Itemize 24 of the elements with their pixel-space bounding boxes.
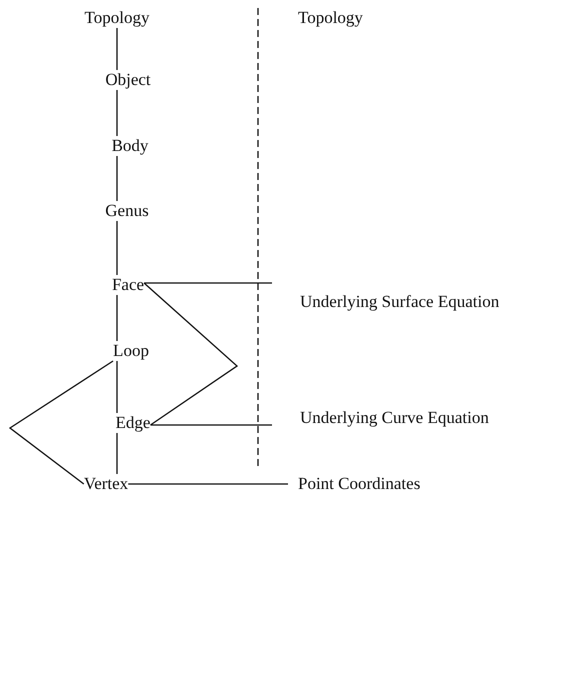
connector-line bbox=[144, 282, 238, 426]
connector-line bbox=[116, 90, 118, 136]
node-label: Genus bbox=[105, 201, 149, 221]
node-label: Face bbox=[112, 275, 144, 295]
connector-line bbox=[116, 28, 118, 70]
node-label: Underlying Curve Equation bbox=[272, 408, 489, 428]
connector-line bbox=[116, 156, 118, 201]
node-label: Underlying Surface Equation bbox=[272, 292, 500, 312]
node-label: Vertex bbox=[84, 474, 128, 494]
node-label: Edge bbox=[116, 413, 150, 433]
column-heading: Topology bbox=[298, 8, 363, 28]
connector-line bbox=[116, 433, 118, 474]
connector-line bbox=[128, 483, 288, 485]
node-label: Topology bbox=[84, 8, 150, 28]
node-label: Body bbox=[112, 136, 148, 156]
connector-line bbox=[116, 295, 118, 341]
node-label: Loop bbox=[113, 341, 149, 361]
connector-line bbox=[8, 360, 114, 485]
node-label: Point Coordinates bbox=[288, 474, 420, 494]
node-label: Object bbox=[105, 70, 151, 90]
connector-line bbox=[116, 361, 118, 413]
connector-line bbox=[150, 424, 272, 426]
connector-line bbox=[144, 282, 272, 284]
connector-line bbox=[116, 221, 118, 275]
